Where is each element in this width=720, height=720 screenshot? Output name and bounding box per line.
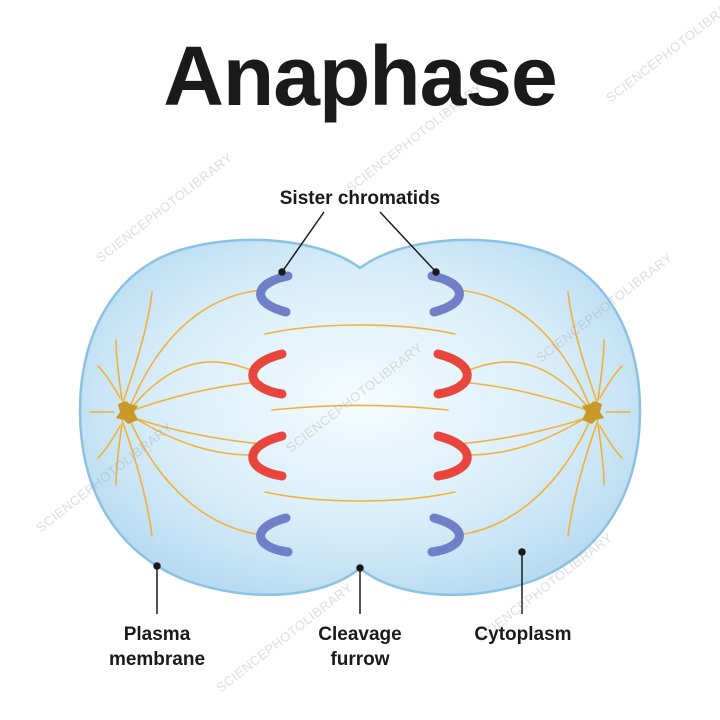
page-title: Anaphase [163, 29, 557, 123]
chromatid-right-upper [433, 349, 472, 399]
label-sister-chromatids: Sister chromatids [250, 186, 470, 211]
label-plasma-membrane-line1: Plasma [123, 624, 191, 645]
label-cleavage-furrow-line2: furrow [330, 649, 390, 670]
leader-sister-chromatids-left [281, 211, 325, 273]
leader-dot-cleavage-furrow [356, 564, 364, 572]
chromatid-right-top [427, 271, 464, 317]
label-cleavage-furrow: Cleavage furrow [300, 622, 420, 672]
centrosome-right [582, 401, 604, 424]
chromatid-right-bottom [427, 513, 464, 557]
chromatids-right [427, 271, 472, 557]
chromatid-right-lower [433, 431, 472, 481]
chromatid-left-top [256, 271, 293, 317]
label-cytoplasm: Cytoplasm [460, 622, 586, 647]
label-plasma-membrane-line2: membrane [108, 649, 206, 670]
chromatid-left-upper [248, 349, 287, 399]
label-cleavage-furrow-line1: Cleavage [318, 624, 402, 645]
label-cytoplasm-text: Cytoplasm [474, 624, 572, 645]
leader-sister-chromatids-right [379, 211, 437, 273]
plasma-membrane [78, 238, 642, 597]
spindle-fibers [89, 289, 631, 537]
leader-dot-sister-chromatids-right [432, 268, 440, 276]
chromatid-left-bottom [256, 513, 293, 557]
centrosome-left [116, 401, 138, 424]
chromatids-left [248, 271, 293, 557]
leader-lines [153, 211, 526, 614]
label-plasma-membrane: Plasma membrane [100, 622, 214, 672]
leader-dot-sister-chromatids-left [278, 268, 286, 276]
leader-dot-cytoplasm [518, 548, 526, 556]
label-sister-chromatids-text: Sister chromatids [279, 188, 441, 209]
chromatid-left-lower [248, 431, 287, 481]
leader-dot-plasma-membrane [153, 562, 161, 570]
